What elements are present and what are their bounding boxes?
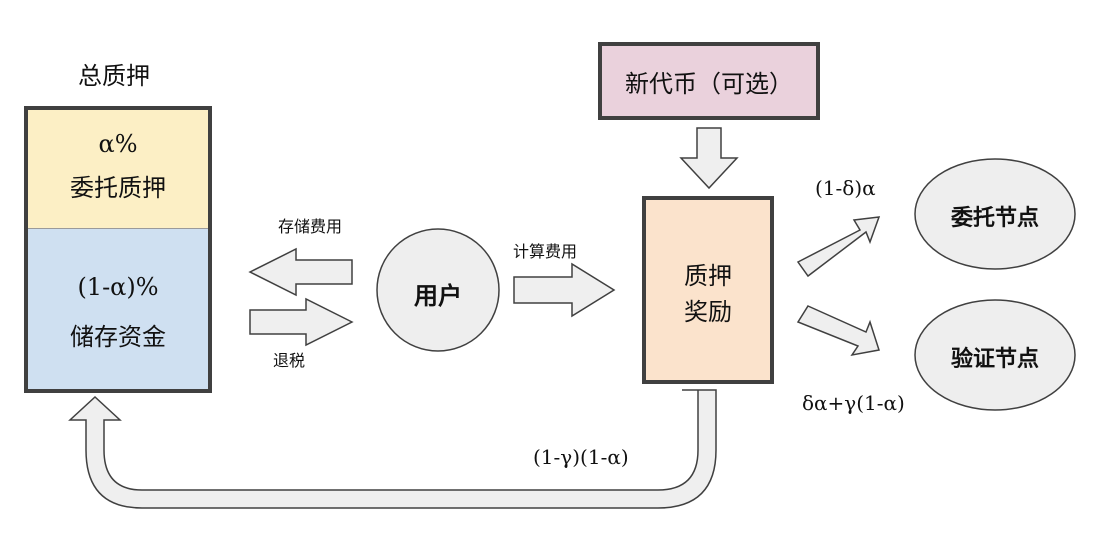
stake-reward-line2: 奖励 [684, 298, 732, 326]
user-circle [376, 228, 500, 352]
storage-fee-arrow [248, 247, 353, 297]
compute-fee-label: 计算费用 [513, 242, 578, 261]
delegate-node-ellipse [914, 158, 1076, 270]
new-token-label: 新代币（可选） [625, 69, 793, 98]
delegate-share-formula: (1-δ)α [815, 176, 876, 200]
validator-share-arrow [796, 305, 880, 357]
token-down-arrow [679, 127, 739, 190]
delegate-share-arrow [796, 216, 881, 278]
total-stake-title: 总质押 [78, 62, 150, 90]
storage-funds-section: (1-α)% 储存资金 [28, 229, 208, 389]
validator-node-label: 验证节点 [950, 347, 1039, 372]
delegated-percent: α% [98, 130, 138, 158]
stake-reward-box: 质押 奖励 [642, 196, 774, 384]
validator-share-formula: δα+γ(1-α) [802, 391, 905, 415]
tax-refund-label: 退税 [273, 351, 306, 370]
delegate-node-label: 委托节点 [950, 206, 1039, 231]
return-flow-arrow [68, 389, 717, 509]
tax-refund-arrow [249, 297, 354, 347]
return-flow-formula: (1-γ)(1-α) [533, 445, 629, 469]
compute-fee-arrow [513, 262, 616, 318]
stake-reward-line1: 质押 [684, 262, 732, 290]
storage-percent: (1-α)% [77, 273, 159, 301]
delegated-stake-section: α% 委托质押 [28, 110, 208, 229]
new-token-box: 新代币（可选） [598, 42, 820, 120]
storage-funds-label: 储存资金 [70, 323, 166, 351]
user-label: 用户 [414, 282, 462, 310]
delegated-stake-label: 委托质押 [70, 174, 166, 202]
total-stake-box: α% 委托质押 (1-α)% 储存资金 [24, 106, 212, 393]
storage-fee-label: 存储费用 [278, 217, 343, 236]
validator-node-ellipse [914, 299, 1076, 411]
